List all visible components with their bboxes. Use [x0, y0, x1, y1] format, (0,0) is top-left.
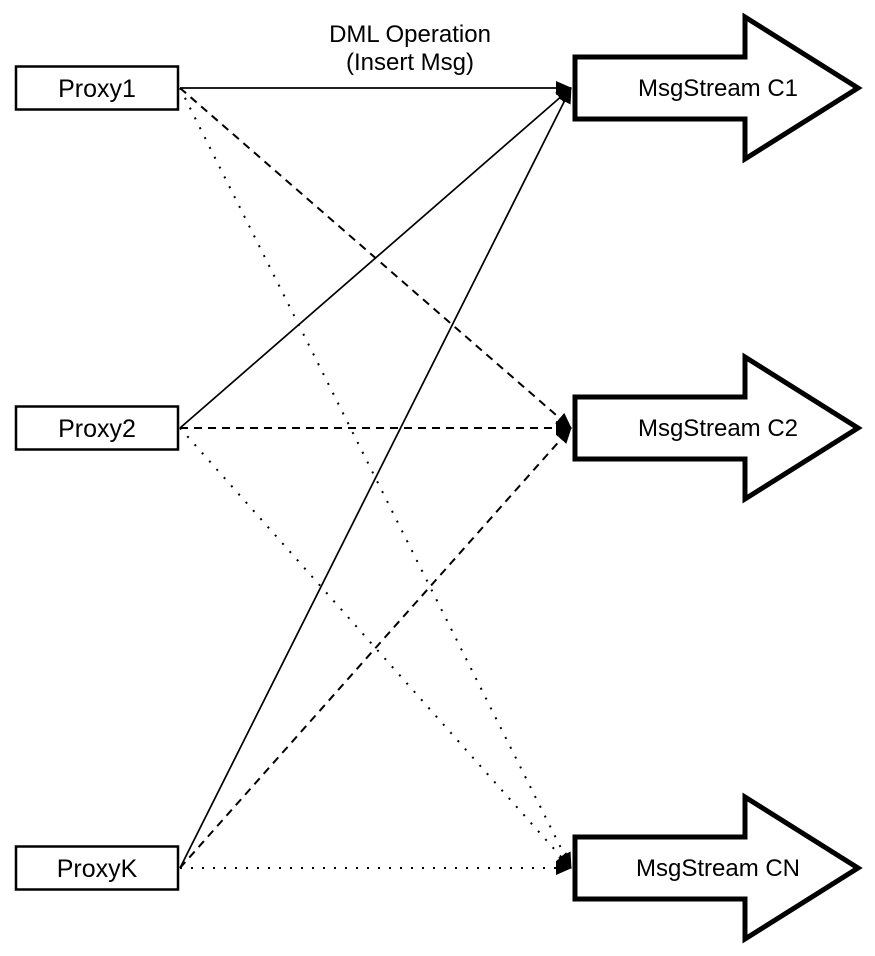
msgstream-c1-label: MsgStream C1	[638, 75, 798, 102]
stream-arrow-cn: MsgStream CN	[572, 792, 863, 944]
diagram-title: DML Operation (Insert Msg)	[329, 21, 491, 76]
edge-proxyk-to-c1	[179, 87, 572, 869]
proxy-node-1: Proxy1	[14, 65, 180, 111]
msgstream-c2-label: MsgStream C2	[638, 415, 798, 442]
diagram-title-line1: DML Operation	[329, 21, 491, 48]
stream-arrow-c1: MsgStream C1	[572, 12, 863, 164]
proxy2-label: Proxy2	[58, 415, 136, 443]
proxy1-label: Proxy1	[58, 75, 136, 103]
proxyk-label: ProxyK	[57, 855, 138, 883]
edges-layer	[179, 81, 572, 875]
edge-proxyk-to-c2	[179, 427, 572, 869]
proxy1-box	[14, 65, 180, 111]
proxy2-box	[14, 405, 180, 451]
msgstream-cn-label: MsgStream CN	[636, 855, 800, 882]
msgstream-c1-arrow-icon	[572, 12, 863, 164]
stream-arrow-c2: MsgStream C2	[572, 352, 863, 504]
proxy-node-2: Proxy2	[14, 405, 180, 451]
proxy-node-k: ProxyK	[14, 845, 180, 891]
msgstream-c2-arrow-icon	[572, 352, 863, 504]
msgstream-cn-arrow-icon	[572, 792, 863, 944]
diagram-title-line2: (Insert Msg)	[346, 49, 474, 76]
edge-proxy1-to-c2	[179, 87, 572, 429]
edge-proxy1-to-cn	[179, 87, 572, 869]
proxyk-box	[14, 845, 180, 891]
